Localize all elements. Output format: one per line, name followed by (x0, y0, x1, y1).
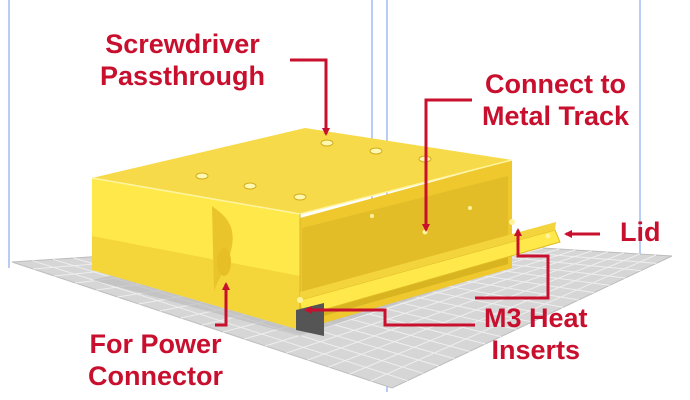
arrow-icon (304, 306, 475, 327)
arrow-icon (475, 228, 550, 300)
label-line: Metal Track (482, 101, 630, 131)
label-line: Connector (88, 361, 223, 391)
lid-insert (545, 233, 551, 239)
label-line: M3 Heat (484, 303, 588, 333)
arrow-icon (290, 58, 330, 136)
label-connect-metal-track: Connect to Metal Track (482, 68, 629, 132)
label-line: Lid (620, 217, 661, 247)
bed-grid-line (370, 254, 657, 382)
label-line: Inserts (491, 335, 581, 365)
m3-insert-right (509, 219, 515, 225)
annotation-arrows (215, 58, 600, 327)
arrow-icon (215, 282, 230, 327)
arrow-icon (422, 98, 472, 232)
label-for-power-connector: For Power Connector (88, 328, 223, 392)
m3-insert-left (297, 297, 303, 303)
lid-rail-top (300, 222, 556, 300)
part-front-shade (92, 236, 300, 330)
label-line: Passthrough (100, 61, 266, 91)
bed-grid-line (349, 253, 640, 375)
label-line: Screwdriver (105, 29, 260, 59)
power-connector-notch (217, 248, 231, 276)
label-line: For Power (89, 329, 222, 359)
label-lid: Lid (620, 216, 661, 248)
label-m3-heat-inserts: M3 Heat Inserts (484, 302, 588, 366)
part-top-face (92, 128, 512, 214)
top-holes (195, 139, 432, 201)
label-screwdriver-passthrough: Screwdriver Passthrough (100, 28, 265, 92)
label-line: Connect to (485, 69, 627, 99)
bed-grid-line (328, 252, 624, 368)
part-opening (302, 176, 508, 292)
